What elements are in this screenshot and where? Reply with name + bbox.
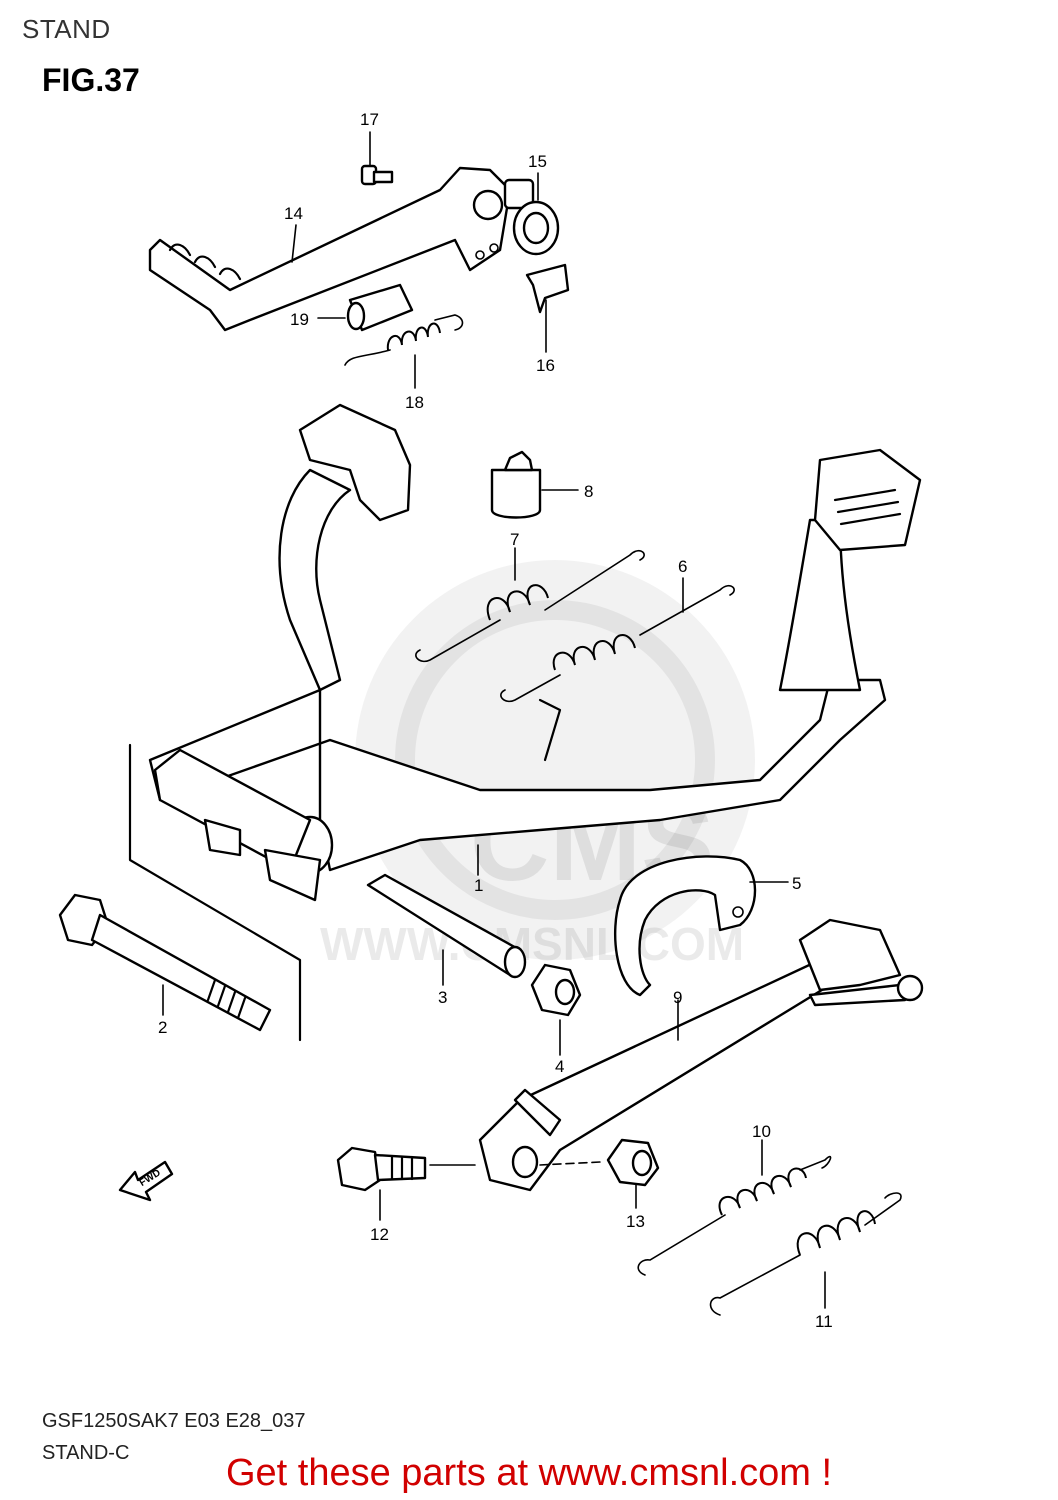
callout-labels: 17 15 14 19 16 18 8 7 6 1 5 3 2 9 4 10 1… — [158, 110, 833, 1331]
part-14-brake-pedal[interactable] — [148, 166, 535, 332]
callout-6: 6 — [678, 557, 687, 576]
fwd-direction-arrow: FWD — [118, 1160, 174, 1202]
part-15-washer[interactable] — [512, 200, 560, 256]
part-16-clip[interactable] — [525, 263, 570, 314]
part-18-spring[interactable] — [344, 314, 464, 366]
part-13-nut[interactable] — [539, 1138, 660, 1187]
part-8-stopper[interactable] — [490, 450, 542, 519]
callout-14: 14 — [284, 204, 303, 223]
callout-9: 9 — [673, 988, 682, 1007]
model-code: GSF1250SAK7 E03 E28_037 — [42, 1410, 306, 1432]
part-19-bushing[interactable] — [346, 283, 414, 332]
callout-3: 3 — [438, 988, 447, 1007]
callout-4: 4 — [555, 1057, 564, 1076]
callout-7: 7 — [510, 530, 519, 549]
part-2-bolt[interactable] — [58, 893, 272, 1032]
part-7-spring[interactable] — [415, 550, 645, 663]
callout-15: 15 — [528, 152, 547, 171]
callout-10: 10 — [752, 1122, 771, 1141]
callout-19: 19 — [290, 310, 309, 329]
part-11-spring[interactable] — [709, 1192, 902, 1316]
part-17-bolt[interactable] — [360, 164, 394, 186]
part-9-side-stand[interactable] — [478, 918, 924, 1192]
callout-18: 18 — [405, 393, 424, 412]
watermark-url: WWW.CMSNL.COM — [320, 918, 744, 970]
part-3-shaft[interactable] — [366, 873, 527, 979]
callout-16: 16 — [536, 356, 555, 375]
leader-lines — [162, 131, 826, 1309]
callout-11: 11 — [815, 1312, 833, 1331]
diagram-subtitle: STAND-C — [42, 1442, 130, 1464]
callout-12: 12 — [370, 1225, 389, 1244]
part-1-center-stand[interactable] — [128, 403, 922, 1042]
part-12-bolt[interactable] — [336, 1146, 476, 1192]
part-6-spring[interactable] — [500, 585, 735, 703]
part-5-bracket[interactable] — [614, 855, 757, 997]
part-4-collar-nut[interactable] — [530, 963, 582, 1017]
part-10-spring[interactable] — [637, 1155, 832, 1276]
callout-8: 8 — [584, 482, 593, 501]
promo-link[interactable]: Get these parts at www.cmsnl.com ! — [225, 1452, 833, 1494]
section-title: STAND — [22, 14, 111, 44]
figure-title: FIG.37 — [42, 62, 140, 98]
callout-1: 1 — [474, 876, 483, 895]
callout-13: 13 — [626, 1212, 645, 1231]
callout-17: 17 — [360, 110, 379, 129]
callout-2: 2 — [158, 1018, 167, 1037]
callout-5: 5 — [792, 874, 801, 893]
